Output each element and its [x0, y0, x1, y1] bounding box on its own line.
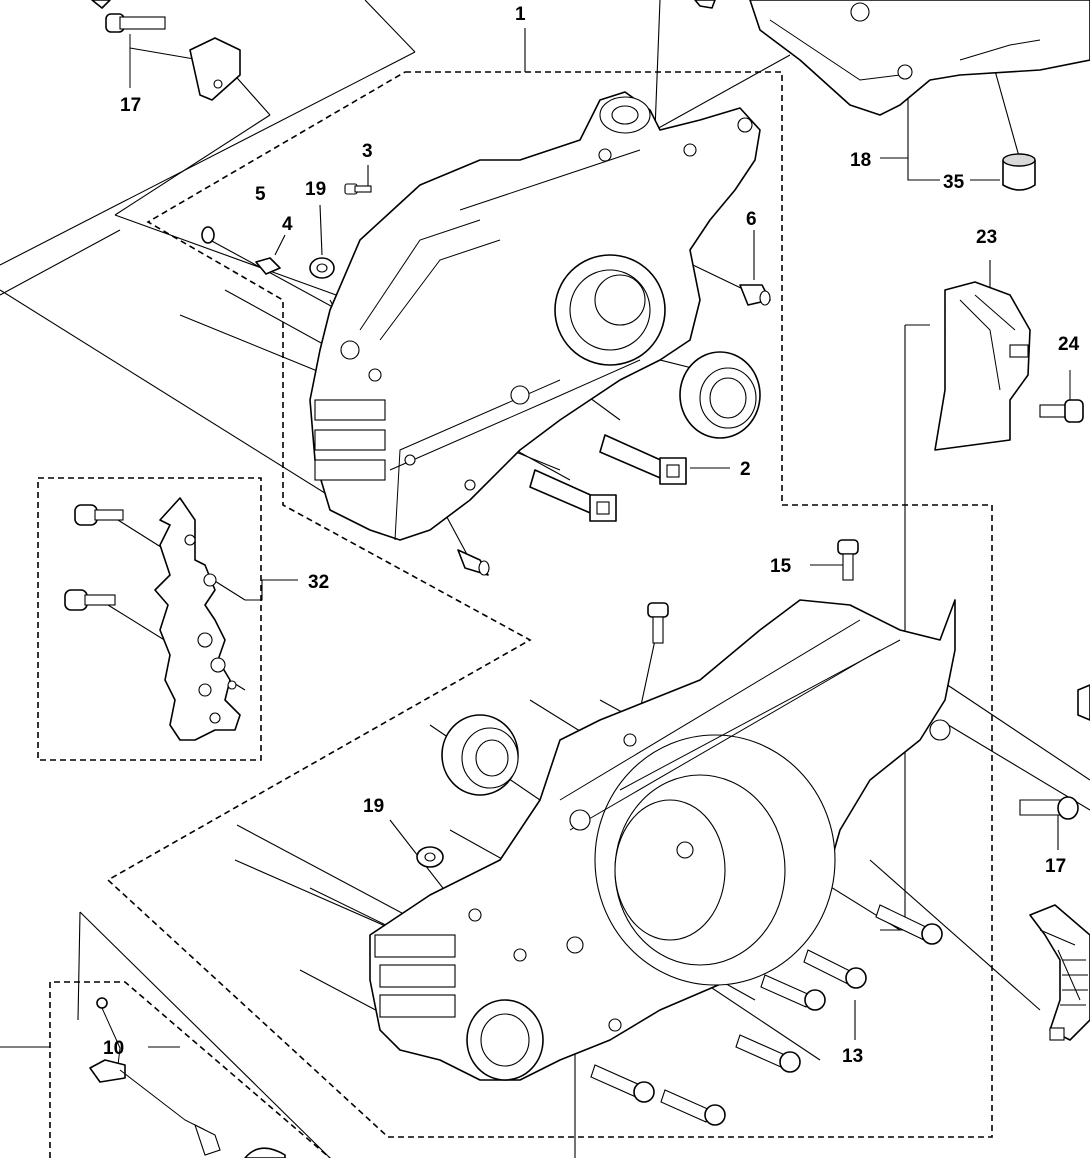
- screws-13: [590, 904, 943, 1126]
- choke-group-boundary: [49, 981, 331, 1158]
- callout-19-top: 19: [305, 179, 326, 200]
- deflector-23: [934, 281, 1031, 451]
- callout-15: 15: [770, 556, 792, 577]
- screw-17-top: [105, 13, 166, 88]
- callout-4: 4: [282, 214, 293, 235]
- screw-17-right: [1019, 796, 1079, 820]
- callout-5: 5: [255, 184, 266, 205]
- upper-crankcase-half: [309, 91, 761, 541]
- grommet-35: [1002, 153, 1036, 191]
- screw-24: [1039, 370, 1084, 423]
- chain-catcher-group-boundary: [37, 477, 262, 761]
- pin-3: [344, 183, 372, 195]
- callout-23: 23: [976, 227, 997, 248]
- callout-10: 10: [103, 1038, 124, 1059]
- screws-15: [647, 539, 859, 644]
- group-boundaries: [37, 71, 993, 1158]
- callout-6: 6: [746, 209, 757, 230]
- hook-part-top: [91, 0, 716, 9]
- callout-13: 13: [842, 1046, 863, 1067]
- washer-19-top: [309, 257, 335, 279]
- lower-crankcase-half: [369, 599, 956, 1081]
- edge-part-right: [1077, 684, 1090, 721]
- callout-35: 35: [943, 172, 965, 193]
- callout-labels: 1 2 3 4 5 6 10 13 15 17 17 18 19 19 23 2…: [103, 4, 1080, 1067]
- bracket-part-top: [189, 37, 241, 101]
- plug-5: [201, 226, 215, 244]
- callout-2: 2: [740, 459, 751, 480]
- callout-3: 3: [362, 141, 373, 162]
- sleeve-lower-upperhalf: [457, 549, 490, 576]
- bearing-upper: [679, 351, 761, 439]
- callout-24: 24: [1058, 334, 1080, 355]
- sleeve-6: [739, 284, 771, 306]
- callout-19-bottom: 19: [363, 796, 384, 817]
- callout-1: 1: [515, 4, 526, 25]
- chain-catcher-screws: [64, 504, 124, 611]
- callout-17-top: 17: [120, 95, 141, 116]
- nipple-4: [255, 257, 281, 275]
- chain-catcher-32: [154, 497, 241, 741]
- washer-19-bottom: [416, 846, 444, 868]
- upper-crankcase-group-boundary: [106, 71, 993, 1138]
- bearing-lower: [441, 714, 519, 796]
- bumper-part-right: [1029, 904, 1090, 1041]
- callout-18: 18: [850, 150, 871, 171]
- callout-32: 32: [308, 572, 329, 593]
- choke-rod-part: [89, 997, 286, 1158]
- callout-17-right: 17: [1045, 856, 1066, 877]
- guide-pins-2: [529, 434, 687, 522]
- upper-cover-part: [749, 0, 1090, 116]
